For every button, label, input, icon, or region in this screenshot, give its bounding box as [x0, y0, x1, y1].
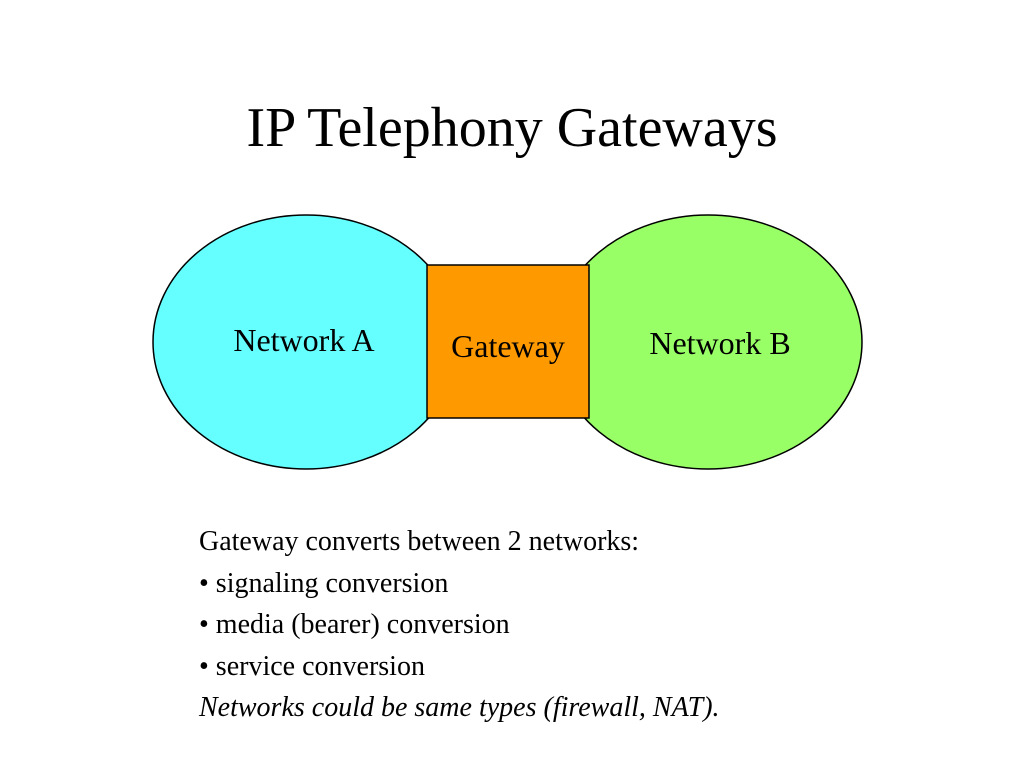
- network-b-label: Network B: [649, 325, 790, 361]
- bullet-item: • signaling conversion: [199, 567, 449, 599]
- network-a-label: Network A: [233, 322, 374, 358]
- gateway-box: [426, 264, 590, 419]
- bullet-item: • media (bearer) conversion: [199, 609, 510, 640]
- note-line: Networks could be same types (firewall, …: [199, 692, 720, 723]
- intro-line: Gateway converts between 2 networks:: [199, 526, 640, 557]
- slide-title: IP Telephony Gateways: [246, 97, 778, 159]
- body-text: Gateway converts between 2 networks: • s…: [199, 521, 720, 729]
- gateway-label: Gateway: [451, 328, 565, 364]
- bullet-item: • service conversion: [199, 650, 425, 682]
